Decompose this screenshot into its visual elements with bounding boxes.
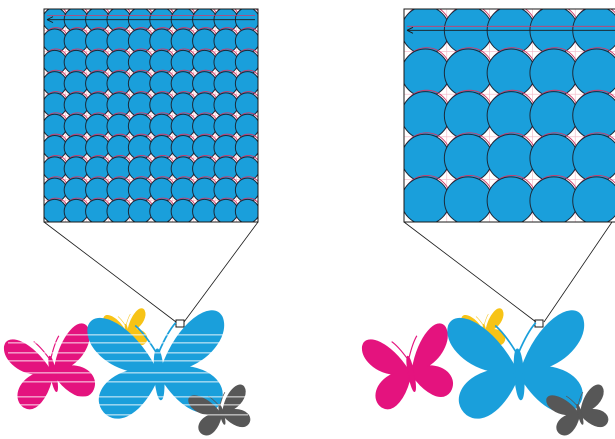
banding-stripe	[8, 372, 248, 374]
left-zoom-connector-a	[43, 221, 177, 323]
halftone-dot	[234, 198, 258, 222]
banding-stripe	[8, 360, 248, 362]
halftone-dot	[572, 91, 615, 140]
halftone-dot	[192, 198, 217, 222]
right-zoom-frame	[403, 8, 615, 223]
banding-stripe	[8, 396, 248, 398]
halftone-dot	[149, 198, 175, 222]
left-halftone-dots	[44, 9, 258, 222]
halftone-dot	[404, 176, 450, 222]
halftone-dot	[572, 176, 615, 222]
magenta-butterfly-icon	[2, 321, 102, 413]
halftone-dot	[443, 91, 493, 140]
right-zoom-panel	[403, 8, 615, 328]
left-zoom-panel	[43, 8, 259, 328]
halftone-dot	[572, 133, 615, 183]
banding-stripe	[8, 414, 248, 416]
halftone-dot	[486, 133, 536, 183]
right-zoom-connector-b	[543, 221, 613, 323]
left-banding-artifacts	[8, 334, 248, 416]
halftone-dot	[486, 48, 536, 98]
halftone-dot	[443, 133, 493, 183]
banding-stripe	[8, 334, 248, 336]
halftone-dot	[529, 176, 579, 222]
halftone-dot	[529, 91, 579, 140]
right-halftone-dots	[404, 9, 615, 222]
halftone-dot	[404, 133, 450, 183]
banding-stripe	[8, 352, 248, 354]
magenta-butterfly-icon	[360, 321, 460, 413]
halftone-dot	[44, 198, 68, 222]
right-zoom-target-square	[534, 319, 544, 328]
arrow-head-icon	[46, 16, 54, 24]
halftone-dot	[404, 91, 450, 140]
left-zoom-connector-b	[183, 221, 259, 323]
right-butterflies	[360, 307, 613, 438]
halftone-dot	[106, 198, 132, 222]
left-butterflies	[2, 307, 255, 438]
right-zoom-connector-a	[403, 221, 537, 323]
halftone-dot	[213, 198, 239, 222]
halftone-dot	[127, 198, 153, 222]
banding-stripe	[8, 342, 248, 344]
halftone-dot	[85, 198, 110, 222]
halftone-dot	[529, 48, 579, 98]
banding-stripe	[8, 404, 248, 406]
halftone-dot	[443, 176, 493, 222]
halftone-dot	[443, 48, 493, 98]
left-zoom-frame	[43, 8, 259, 223]
halftone-dot	[529, 133, 579, 183]
halftone-dot	[170, 198, 196, 222]
arrow-head-icon	[406, 26, 414, 34]
halftone-dot	[486, 176, 536, 222]
halftone-dot	[486, 91, 536, 140]
halftone-dot	[404, 48, 450, 98]
halftone-dot	[63, 198, 89, 222]
halftone-dot	[572, 48, 615, 98]
banding-stripe	[8, 381, 248, 383]
left-zoom-target-square	[175, 319, 185, 328]
